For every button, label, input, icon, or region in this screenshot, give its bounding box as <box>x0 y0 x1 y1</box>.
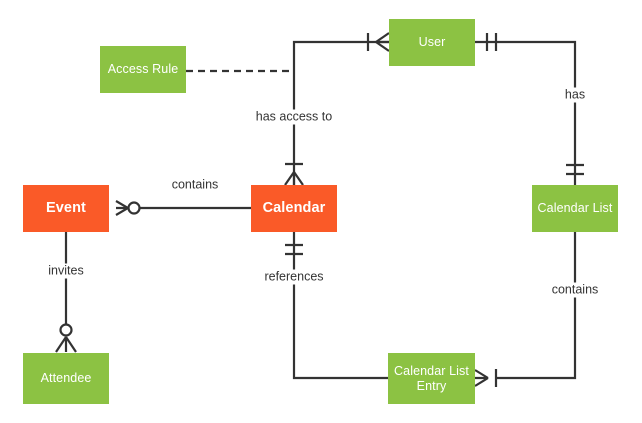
cardinality-zero-or-many-attendee <box>55 323 77 353</box>
connector-has-access-to <box>292 40 389 185</box>
cardinality-one-or-many-user-left <box>366 32 390 52</box>
entity-access-rule[interactable]: Access Rule <box>100 46 186 93</box>
cardinality-exactly-one-calendar-bottom <box>285 243 303 256</box>
cardinality-one-or-many-calendar-top <box>284 162 304 186</box>
entity-label-calendar: Calendar <box>262 200 326 216</box>
edge-label-has: has <box>561 87 589 103</box>
entity-label-attendee: Attendee <box>40 371 92 385</box>
edge-label-invites: invites <box>45 263 87 279</box>
cardinality-exactly-one-user-right <box>485 33 498 51</box>
connector-references <box>292 232 388 380</box>
entity-calendar-list-entry[interactable]: Calendar List Entry <box>388 353 475 404</box>
entity-event[interactable]: Event <box>23 185 109 232</box>
entity-calendar[interactable]: Calendar <box>251 185 337 232</box>
cardinality-exactly-one-calendar-list-top <box>566 163 584 176</box>
entity-user[interactable]: User <box>389 19 475 66</box>
edge-label-has-access-to: has access to <box>252 109 336 125</box>
edge-label-contains-event-calendar: contains <box>168 177 222 193</box>
entity-attendee[interactable]: Attendee <box>23 353 109 404</box>
connector-has <box>475 40 577 185</box>
connector-contains-calendar-list <box>497 232 577 380</box>
entity-label-calendar-list-entry: Calendar List Entry <box>394 363 469 393</box>
cardinality-zero-or-many-event <box>115 200 141 216</box>
entity-label-user: User <box>418 35 446 49</box>
edge-label-contains-calendar-list: contains <box>548 282 602 298</box>
edge-label-references: references <box>261 269 327 285</box>
entity-calendar-list[interactable]: Calendar List <box>532 185 618 232</box>
entity-label-calendar-list: Calendar List <box>537 201 613 215</box>
cardinality-one-or-many-list-entry-right <box>474 369 498 387</box>
entity-label-event: Event <box>46 200 86 216</box>
entity-label-access-rule: Access Rule <box>107 62 179 76</box>
